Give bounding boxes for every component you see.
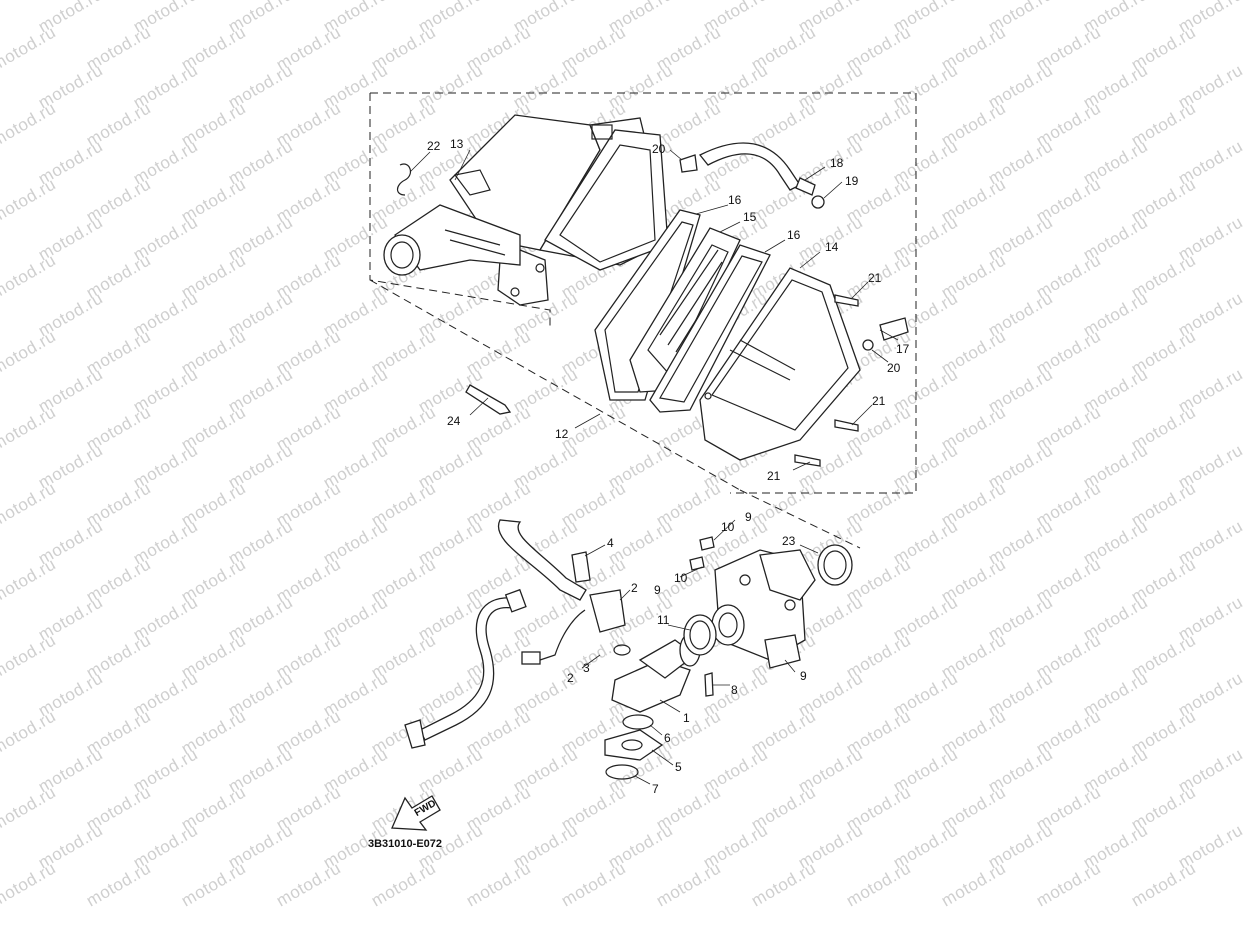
part-callout-22[interactable]: 22 [427, 139, 441, 153]
throttle-body [711, 549, 816, 669]
part-callout-7[interactable]: 7 [652, 782, 659, 796]
part-callout-1[interactable]: 1 [683, 711, 690, 725]
part-callout-8[interactable]: 8 [731, 683, 738, 697]
part-callout-20[interactable]: 20 [887, 361, 901, 375]
assembly-link-line [739, 489, 861, 549]
part-callout-3[interactable]: 3 [583, 661, 590, 675]
part-callout-14[interactable]: 14 [825, 240, 839, 254]
part-callout-10[interactable]: 10 [721, 520, 735, 534]
part-callout-10[interactable]: 10 [674, 571, 688, 585]
part-callout-9[interactable]: 9 [745, 510, 752, 524]
part-callout-21[interactable]: 21 [872, 394, 886, 408]
diagram-code: 3B31010-E072 [368, 838, 443, 850]
part-callout-12[interactable]: 12 [555, 427, 569, 441]
part-callout-5[interactable]: 5 [675, 760, 682, 774]
part-callout-9[interactable]: 9 [800, 669, 807, 683]
part-callout-4[interactable]: 4 [607, 536, 614, 550]
part-callout-13[interactable]: 13 [450, 137, 464, 151]
part-callout-17[interactable]: 17 [896, 342, 910, 356]
part-callout-11[interactable]: 11 [657, 613, 670, 627]
part-callout-16[interactable]: 16 [787, 228, 801, 242]
part-callout-6[interactable]: 6 [664, 731, 671, 745]
clamp-23 [817, 544, 853, 586]
part-callout-9[interactable]: 9 [654, 583, 661, 597]
leader-lines [409, 149, 899, 785]
gasket-5 [604, 729, 664, 761]
part-callout-18[interactable]: 18 [830, 156, 844, 170]
part-callout-20[interactable]: 20 [652, 142, 666, 156]
part-callout-24[interactable]: 24 [447, 414, 461, 428]
part-callout-23[interactable]: 23 [782, 534, 796, 548]
part-callout-19[interactable]: 19 [845, 174, 859, 188]
part-callout-2[interactable]: 2 [631, 581, 638, 595]
sensor [589, 589, 626, 633]
assembly-boundary [369, 92, 917, 494]
part-callout-21[interactable]: 21 [767, 469, 781, 483]
part-callout-16[interactable]: 16 [728, 193, 742, 207]
intake-duct [383, 163, 521, 276]
drain-hose [698, 142, 801, 191]
part-callout-21[interactable]: 21 [868, 271, 882, 285]
breather-hose [404, 519, 587, 749]
fwd-arrow [391, 795, 441, 831]
air-cleaner-cap [699, 267, 861, 461]
part-callout-15[interactable]: 15 [743, 210, 757, 224]
gasket-16b [649, 244, 771, 413]
clamp-11 [683, 614, 717, 656]
part-callout-2[interactable]: 2 [567, 671, 574, 685]
